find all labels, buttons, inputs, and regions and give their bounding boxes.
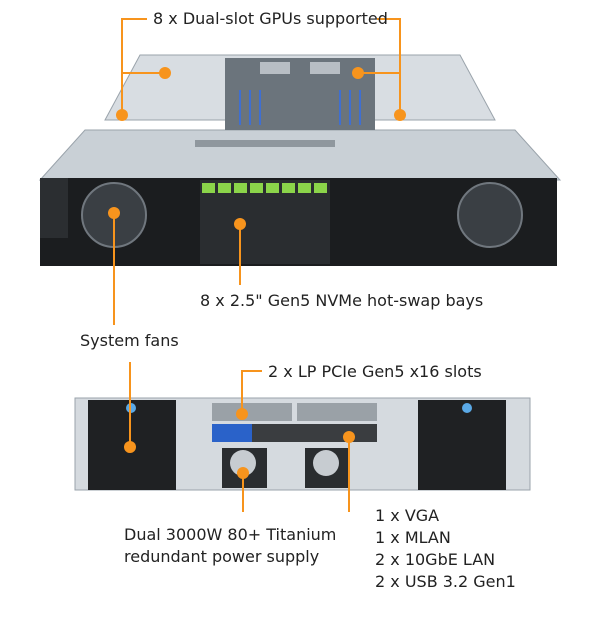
io-usb: 2 x USB 3.2 Gen1 [375, 572, 516, 591]
io-lan: 2 x 10GbE LAN [375, 550, 496, 569]
rear-server-image [74, 397, 531, 491]
callout-lines [113, 18, 401, 512]
psu-label-line2: redundant power supply [124, 547, 320, 566]
io-vga: 1 x VGA [375, 506, 440, 525]
nvme-label: 8 x 2.5" Gen5 NVMe hot-swap bays [200, 291, 484, 310]
io-mlan: 1 x MLAN [375, 528, 451, 547]
pcie-label: 2 x LP PCIe Gen5 x16 slots [268, 362, 482, 381]
psu-label-line1: Dual 3000W 80+ Titanium [124, 525, 337, 544]
front-server-image [38, 54, 562, 266]
gpu-label: 8 x Dual-slot GPUs supported [153, 9, 388, 28]
fans-label: System fans [80, 331, 179, 350]
callout-dots [108, 67, 406, 479]
